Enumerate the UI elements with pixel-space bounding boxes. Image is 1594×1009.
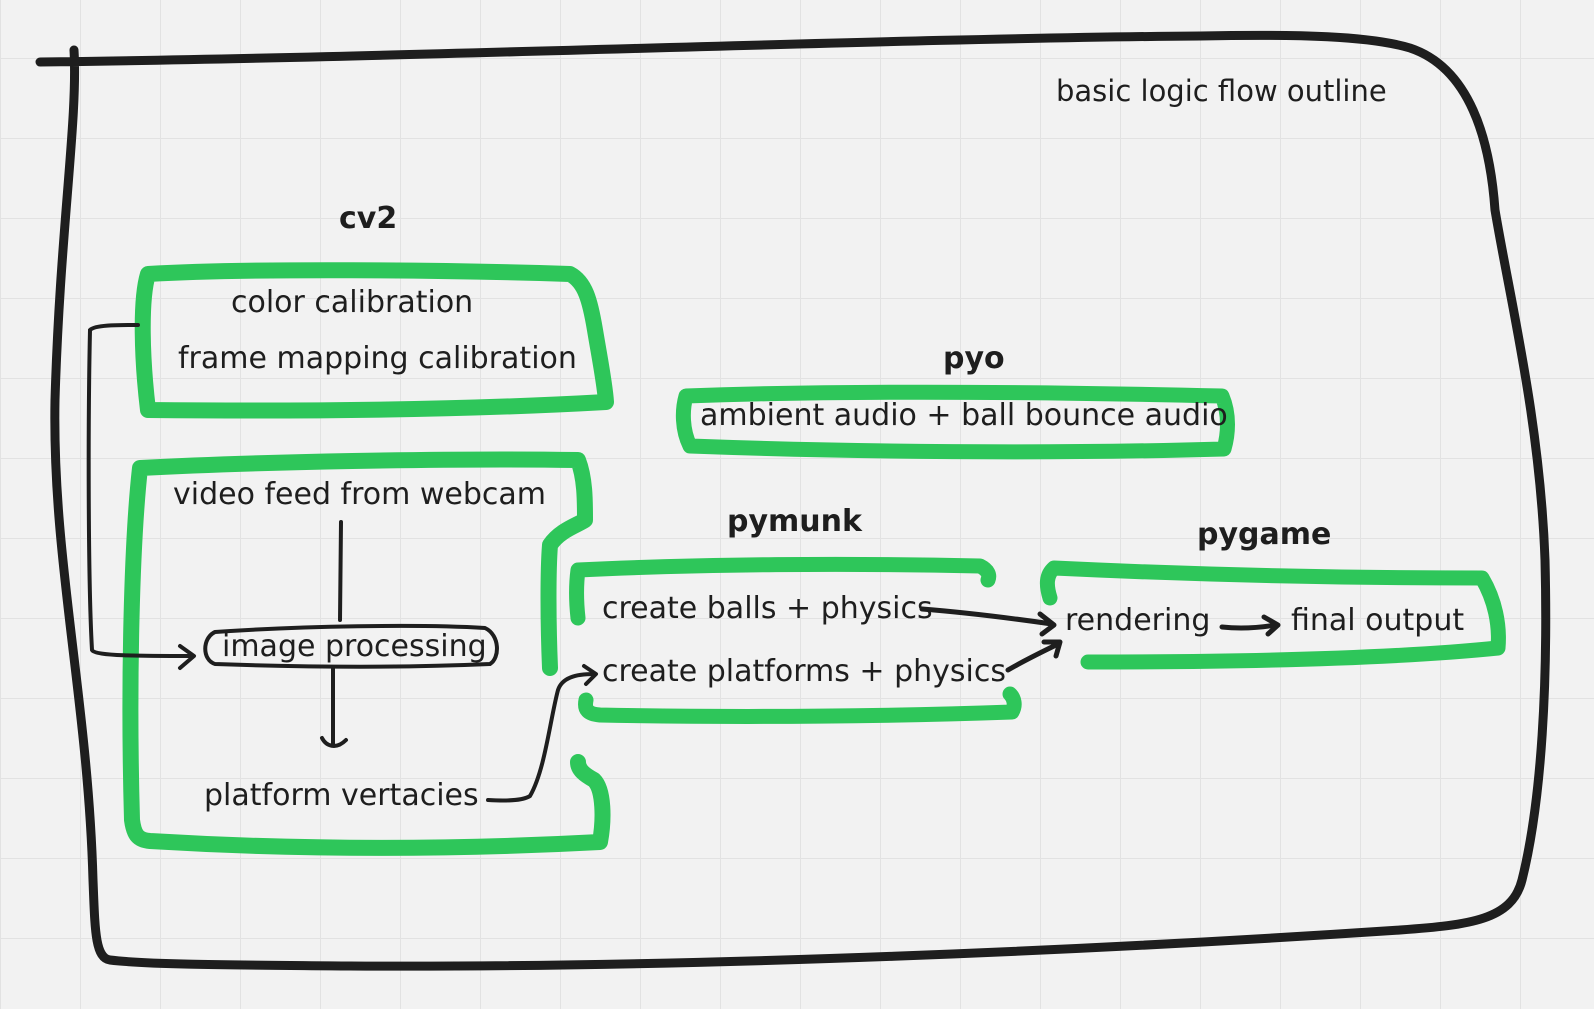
- arrowhead-calibration: [178, 644, 196, 670]
- arrow-balls-to-rendering: [919, 606, 1055, 627]
- frame-mapping-calibration-label: frame mapping calibration: [178, 341, 577, 376]
- processing-group-outline: [122, 451, 611, 856]
- arrowhead-platforms: [582, 664, 598, 686]
- arrowhead-balls: [1037, 611, 1057, 637]
- arrow-vertices-to-platforms: [486, 672, 596, 803]
- calibration-group-outline: [134, 262, 614, 419]
- image-processing-label: image processing: [222, 629, 487, 664]
- pygame-heading: pygame: [1197, 517, 1332, 552]
- color-calibration-label: color calibration: [231, 285, 474, 320]
- arrowhead-platforms-rendering: [1041, 639, 1063, 659]
- pyo-group-outline: [675, 384, 1235, 460]
- arrow-platforms-to-rendering: [1005, 641, 1061, 673]
- platform-vertices-label: platform vertacies: [204, 778, 479, 813]
- rendering-label: rendering: [1065, 603, 1211, 638]
- arrow-calibration-to-image-processing: [86, 323, 194, 658]
- outer-frame: [35, 30, 1551, 971]
- pymunk-heading: pymunk: [727, 504, 862, 539]
- pyo-heading: pyo: [943, 341, 1005, 376]
- cv2-heading: cv2: [339, 201, 398, 236]
- arrowhead-output: [1261, 614, 1281, 637]
- create-balls-label: create balls + physics: [602, 591, 933, 626]
- video-feed-label: video feed from webcam: [173, 477, 547, 512]
- pygame-group-outline: [1039, 560, 1506, 670]
- line-video-to-image-processing: [338, 520, 343, 622]
- audio-label: ambient audio + ball bounce audio: [700, 398, 1228, 433]
- diagram-title: basic logic flow outline: [1056, 74, 1387, 108]
- image-processing-outline: [203, 623, 499, 669]
- arrowhead-vertices: [320, 736, 348, 748]
- pymunk-group-outline: [569, 556, 997, 626]
- pymunk-group-outline-bottom: [578, 686, 1022, 724]
- arrow-rendering-to-output: [1219, 622, 1279, 631]
- create-platforms-label: create platforms + physics: [602, 654, 1006, 689]
- final-output-label: final output: [1291, 603, 1465, 638]
